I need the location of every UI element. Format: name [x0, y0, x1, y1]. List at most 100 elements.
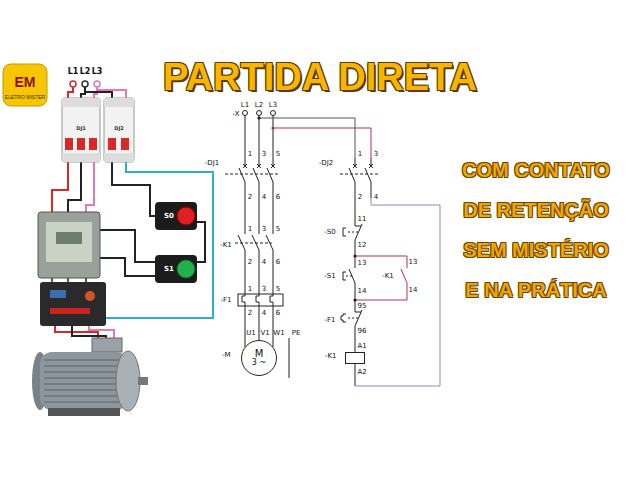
- terminal-number: 13: [358, 260, 367, 267]
- circuit-breaker: [62, 98, 100, 162]
- control-circuit: [355, 198, 440, 386]
- wire: [85, 92, 112, 98]
- junction-dot: [257, 116, 260, 119]
- push-button: [177, 207, 195, 225]
- power-circuit: [257, 111, 262, 116]
- wire: [106, 162, 213, 318]
- phase-label: L2: [255, 102, 263, 109]
- power-circuit: [271, 111, 276, 116]
- device-tag: -DJ2: [319, 160, 333, 167]
- push-button: [155, 202, 197, 230]
- motor-illustration: [92, 338, 122, 352]
- phase-label: L3: [269, 102, 277, 109]
- circuit-breaker: [62, 98, 100, 107]
- terminal-number: 11: [358, 216, 367, 223]
- power-circuit: [235, 243, 272, 244]
- terminal-number: 3: [374, 151, 378, 158]
- control-circuit: [340, 174, 378, 175]
- breaker-label: DJ1: [76, 126, 86, 131]
- supply-terminal: [94, 81, 100, 87]
- overload-relay: [85, 291, 95, 301]
- power-circuit: [245, 116, 273, 159]
- contactor: [38, 212, 100, 278]
- terminal-number: 1: [248, 286, 252, 293]
- supply-terminal: [70, 81, 76, 87]
- device-tag: -F1: [324, 317, 335, 324]
- terminal-number: 3: [262, 226, 266, 233]
- logo-subtext: ELETRO MISTER: [5, 95, 45, 100]
- device-tag: -S1: [324, 273, 335, 280]
- terminal-number: 6: [276, 259, 280, 266]
- circuit-breaker: [62, 98, 134, 162]
- terminal-number: 1: [358, 151, 362, 158]
- terminal-number: 3: [262, 151, 266, 158]
- node-text: 3 ~: [252, 359, 266, 367]
- terminal-number: 2: [358, 194, 362, 201]
- push-button: [177, 260, 195, 278]
- supply-terminal: [70, 81, 100, 87]
- logo-badge: [3, 64, 47, 106]
- wire: [52, 278, 86, 282]
- terminal-number: 6: [276, 310, 280, 317]
- circuit-breaker: [108, 138, 116, 150]
- power-circuit: [253, 158, 261, 198]
- wire: [68, 162, 81, 212]
- terminal-number: A2: [357, 369, 366, 376]
- phase-label: L1: [68, 68, 79, 76]
- push-button: [155, 255, 197, 283]
- device-tag: -K1: [220, 242, 232, 249]
- overload-relay: [40, 282, 106, 326]
- terminal-number: 96: [358, 328, 367, 335]
- control-circuit: [273, 128, 371, 158]
- terminal-number: 4: [262, 310, 266, 317]
- junction-dot: [257, 116, 356, 301]
- power-circuit: [225, 111, 289, 379]
- circuit-breaker: [65, 138, 73, 150]
- terminal-number: 14: [358, 288, 367, 295]
- power-circuit: [256, 267, 259, 340]
- power-circuit: [242, 267, 245, 347]
- wire: [52, 162, 68, 212]
- device-tag: -M: [222, 352, 231, 359]
- contactor: [56, 232, 82, 244]
- power-circuit: [267, 158, 275, 198]
- control-circuit: [355, 256, 407, 300]
- motor-symbol: M3 ~-M: [241, 340, 277, 376]
- terminal-number: U1: [246, 330, 256, 337]
- phase-label: L3: [92, 68, 103, 76]
- circuit-breaker: [89, 138, 97, 150]
- terminal-number: 1: [248, 226, 252, 233]
- wire: [112, 162, 155, 216]
- terminal-number: 4: [262, 194, 266, 201]
- terminal-number: 1: [248, 151, 252, 158]
- circuit-breaker: [62, 153, 100, 162]
- circuit-breaker: [121, 138, 129, 150]
- power-circuit: [243, 111, 248, 116]
- terminal-number: A1: [357, 343, 366, 350]
- wire: [100, 258, 155, 276]
- terminal-number: 13: [409, 259, 418, 266]
- breaker-label: DJ2: [114, 126, 124, 131]
- terminal-number: 5: [276, 226, 280, 233]
- logo-text: EM: [15, 75, 36, 89]
- junction-dot: [353, 254, 356, 257]
- wire: [86, 162, 94, 212]
- motor-illustration: [48, 408, 120, 416]
- terminal-number: 5: [276, 286, 280, 293]
- wire: [81, 87, 85, 98]
- terminal-number: PE: [292, 330, 301, 337]
- power-circuit: [252, 222, 259, 267]
- overload-relay: [50, 308, 90, 314]
- power-circuit: [245, 198, 273, 222]
- button-label: S1: [164, 266, 174, 273]
- terminal-number: V1: [260, 330, 269, 337]
- device-tag: -S0: [324, 229, 335, 236]
- terminal-number: 14: [409, 287, 418, 294]
- push-button: [155, 202, 197, 283]
- terminal-number: 12: [358, 242, 367, 249]
- power-circuit: [266, 222, 273, 267]
- device-tag: -DJ1: [205, 160, 219, 167]
- power-circuit: [289, 338, 290, 378]
- motor-illustration: [116, 351, 140, 411]
- motor-illustration: [32, 338, 148, 416]
